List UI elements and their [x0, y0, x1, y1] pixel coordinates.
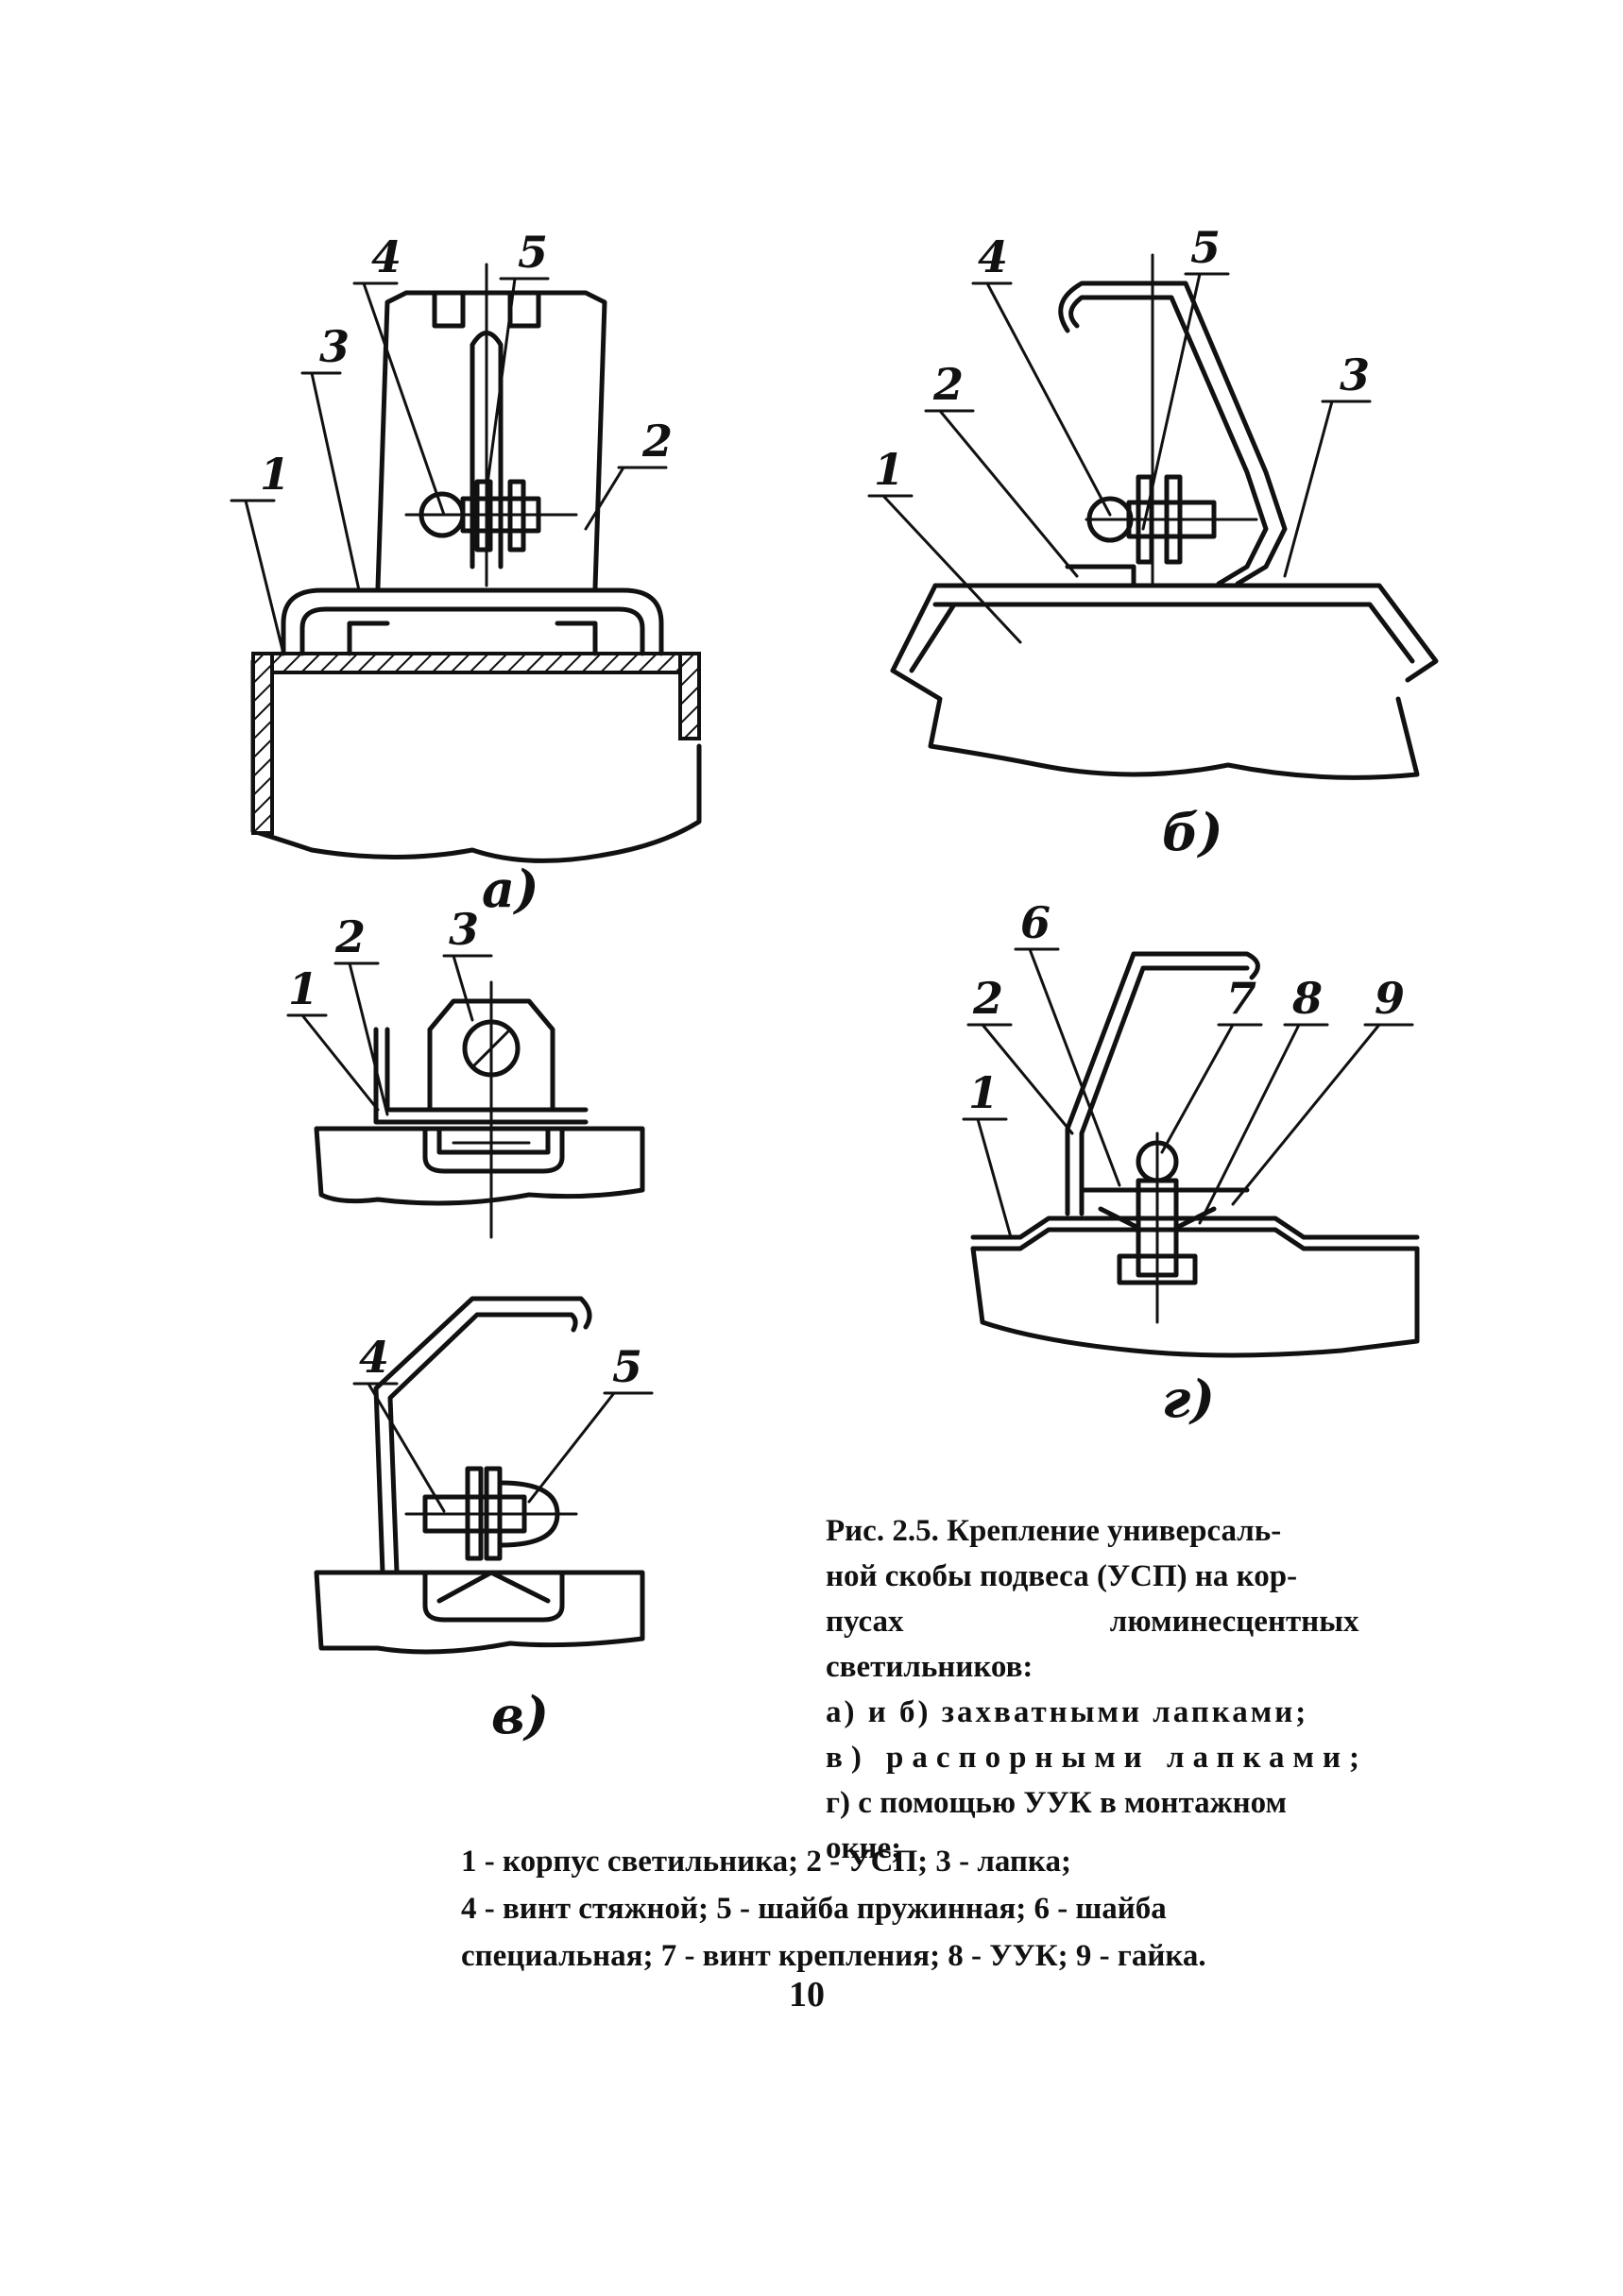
callout-b-3: 3 [1340, 349, 1370, 400]
caption-line: окне; [826, 1831, 902, 1865]
callout-b-1: 1 [874, 444, 904, 495]
callout-a-1: 1 [260, 449, 290, 500]
callout-g-9: 9 [1375, 973, 1405, 1024]
callout-v-3: 3 [449, 904, 479, 955]
legend-line: 4 - винт стяжной; 5 - шайба пружинная; 6… [461, 1892, 1167, 1926]
figure-b-label: б) [1162, 802, 1223, 862]
callout-g-2: 2 [972, 973, 1003, 1024]
caption-line: а) и б) захватными лапками; [826, 1695, 1309, 1729]
figure-v-bottom: 4 5 в) [314, 1296, 654, 1745]
callout-g-7: 7 [1226, 973, 1256, 1024]
callout-g-8: 8 [1291, 973, 1323, 1024]
caption-line: Рис. 2.5. Крепление универсаль- [826, 1514, 1282, 1548]
caption-line: ной скобы подвеса (УСП) на кор- [826, 1559, 1298, 1593]
caption-line: в) распорными лапками; [826, 1741, 1369, 1775]
figure-a: 1 2 3 4 5 а) [230, 227, 702, 919]
legend-line: специальная; 7 - винт крепления; 8 - УУК… [461, 1939, 1206, 1973]
callout-v-1: 1 [288, 963, 318, 1014]
callout-g-1: 1 [968, 1067, 999, 1118]
callout-g-6: 6 [1020, 897, 1051, 948]
figure-b: 1 2 3 4 5 б) [867, 222, 1439, 862]
callout-b-4: 4 [978, 231, 1008, 282]
callout-b-5: 5 [1190, 222, 1221, 273]
callout-a-2: 2 [641, 416, 673, 467]
figure-v-label: в) [491, 1685, 549, 1745]
page-number: 10 [789, 1975, 825, 2015]
figure-g-label: г) [1162, 1369, 1215, 1429]
figure-caption: Рис. 2.5. Крепление универсаль- ной скоб… [826, 1508, 1411, 1871]
callout-v-2: 2 [334, 911, 366, 962]
figure-a-label: а) [482, 859, 539, 919]
callout-b-2: 2 [932, 359, 964, 410]
callout-a-3: 3 [319, 321, 350, 372]
figure-v-top: 1 2 3 [286, 904, 645, 1239]
callout-a-5: 5 [518, 227, 548, 278]
caption-line: светильников: [826, 1650, 1034, 1684]
caption-line: г) с помощью УУК в монтажном [826, 1786, 1287, 1820]
figure-g: 1 2 6 7 8 9 г) [962, 897, 1420, 1429]
callout-a-4: 4 [371, 231, 401, 282]
callout-v-4: 4 [359, 1332, 389, 1383]
legend-line: 1 - корпус светильника; 2 - УСП; 3 - лап… [461, 1845, 1071, 1879]
caption-line: пусах люминесцентных [826, 1605, 1359, 1639]
figure-legend: 1 - корпус светильника; 2 - УСП; 3 - лап… [461, 1838, 1415, 1980]
callout-v-5: 5 [612, 1341, 642, 1392]
